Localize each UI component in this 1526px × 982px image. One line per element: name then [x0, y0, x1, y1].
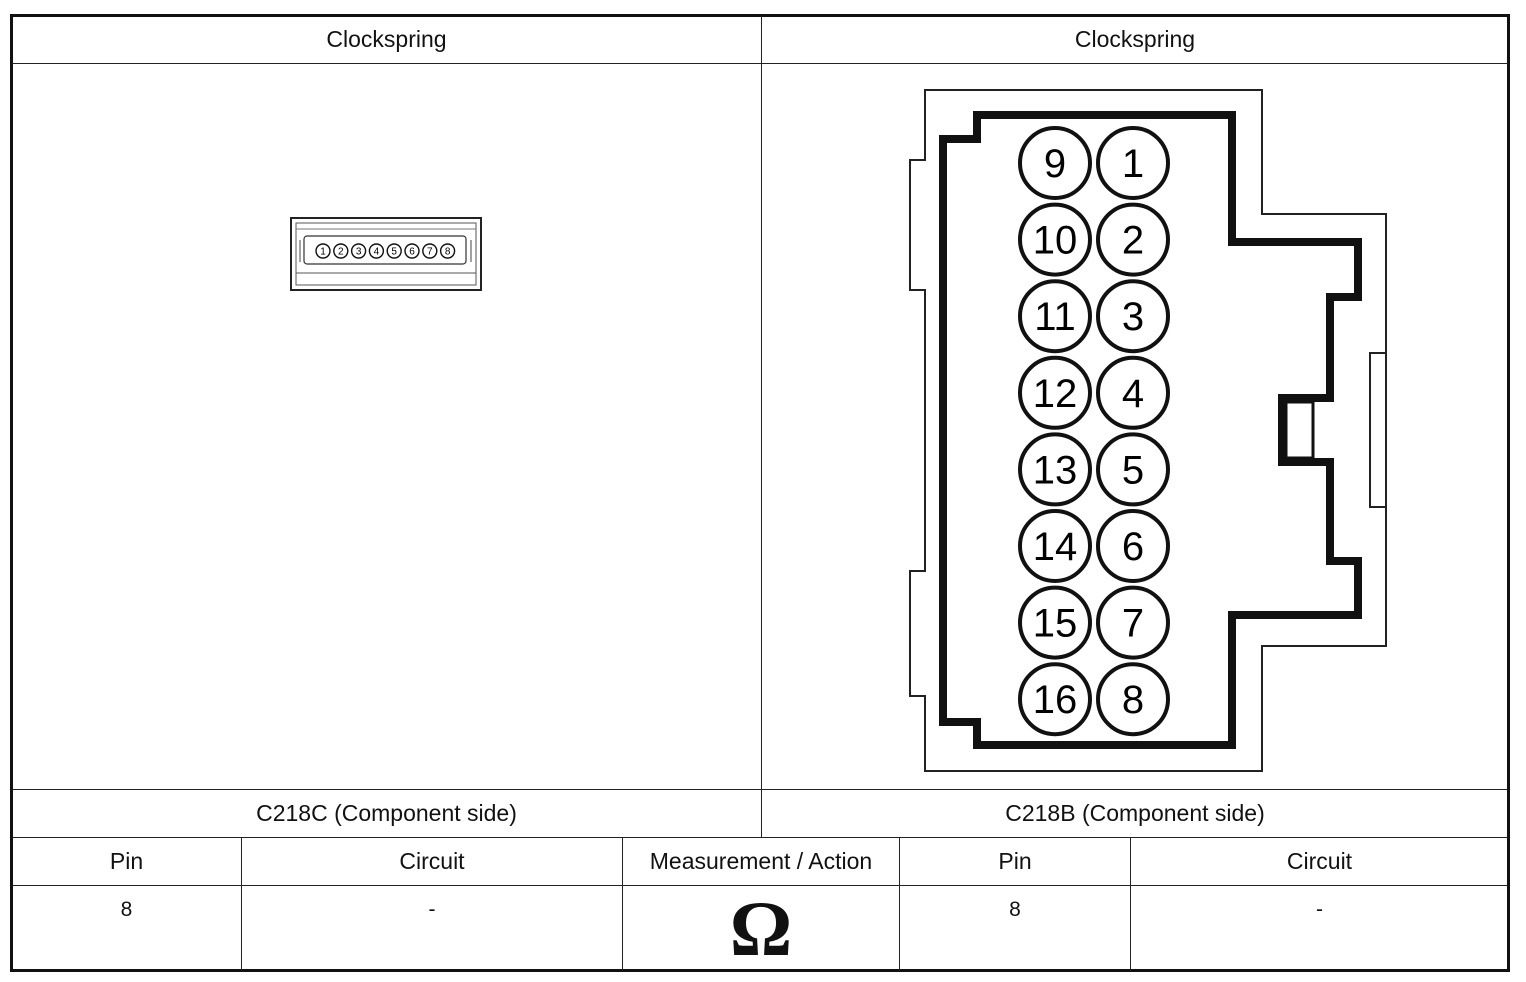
label-bottom-divider	[12, 837, 1508, 838]
right-title: Clockspring	[1074, 26, 1196, 52]
center-divider	[761, 16, 762, 838]
left-connector-label: C218C (Component side)	[256, 800, 517, 826]
table-cell-pin-b: 8	[1009, 898, 1021, 921]
table-col-divider-4	[1130, 837, 1131, 971]
table-header-circuit-b: Circuit	[1286, 848, 1353, 874]
table-col-divider-3	[899, 837, 900, 971]
table-header-pin-b: Pin	[998, 848, 1032, 874]
table-cell-circuit-b: -	[1316, 898, 1323, 921]
table-header-measurement: Measurement / Action	[649, 848, 873, 874]
right-connector-label: C218B (Component side)	[1005, 800, 1265, 826]
table-cell-pin-a: 8	[120, 898, 133, 921]
header-divider	[12, 63, 1508, 64]
ohm-symbol: Ω	[729, 885, 793, 972]
diagram-frame	[10, 14, 1510, 972]
table-header-divider	[12, 885, 1508, 886]
image-bottom-divider	[12, 789, 1508, 790]
table-header-circuit-a: Circuit	[399, 848, 465, 874]
left-title: Clockspring	[326, 26, 447, 52]
table-cell-circuit-a: -	[428, 898, 436, 921]
table-col-divider-2	[622, 837, 623, 971]
table-col-divider-1	[241, 837, 242, 971]
table-header-pin-a: Pin	[109, 848, 144, 874]
